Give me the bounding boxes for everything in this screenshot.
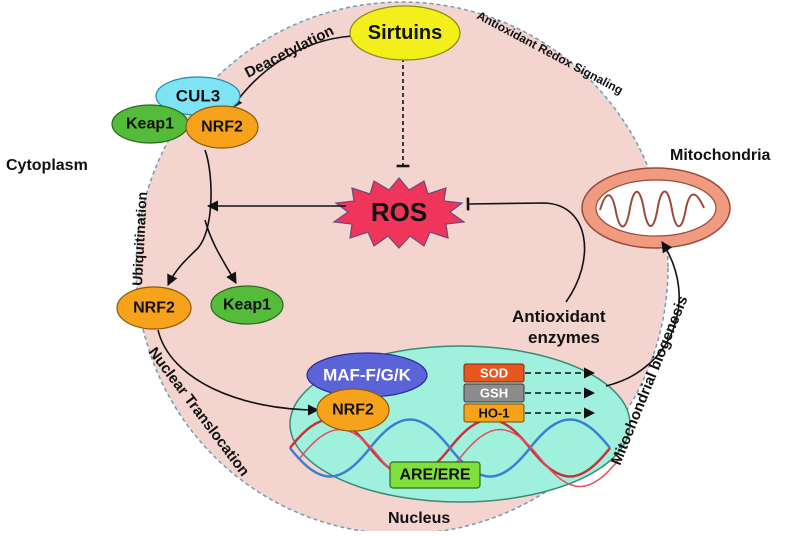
- ros-label: ROS: [371, 197, 427, 227]
- nrf2-nucleus-label: NRF2: [332, 402, 374, 419]
- antioxidant-enzymes-label-2: enzymes: [528, 328, 600, 347]
- cytoplasm-label: Cytoplasm: [6, 157, 88, 174]
- are-ere-box: [389, 461, 481, 489]
- ho1-label: HO-1: [478, 406, 509, 421]
- keap1-top-label: Keap1: [126, 116, 174, 133]
- sod-box: [463, 363, 525, 383]
- ubiquitination-label: Ubiquitination: [129, 191, 150, 286]
- nrf2-nucleus-node: [316, 388, 390, 432]
- gsh-box: [463, 383, 525, 403]
- are-ere-label: ARE/ERE: [399, 467, 470, 484]
- cul3-label: CUL3: [176, 87, 220, 106]
- nrf2-top-label: NRF2: [201, 119, 243, 136]
- keap1-mid-label: Keap1: [223, 297, 271, 314]
- gsh-label: GSH: [480, 386, 508, 401]
- nrf2-mid-node: [116, 286, 192, 330]
- sod-label: SOD: [480, 366, 508, 381]
- sirtuins-label: Sirtuins: [368, 22, 442, 44]
- nrf2-top-node: [185, 105, 259, 149]
- ho1-box: [463, 403, 525, 423]
- nucleus-label: Nucleus: [388, 510, 450, 527]
- connections: [157, 35, 680, 419]
- keap1-mid-node: [210, 285, 284, 325]
- mitochondria-label: Mitochondria: [670, 147, 771, 164]
- ros-burst: [332, 177, 466, 249]
- nrf2-mid-label: NRF2: [133, 300, 175, 317]
- sirtuins-node: [349, 5, 461, 61]
- antioxidant-enzymes-label-1: Antioxidant: [512, 307, 606, 326]
- maf-label: MAF-F/G/K: [323, 366, 412, 385]
- mitochondrion: [581, 167, 731, 249]
